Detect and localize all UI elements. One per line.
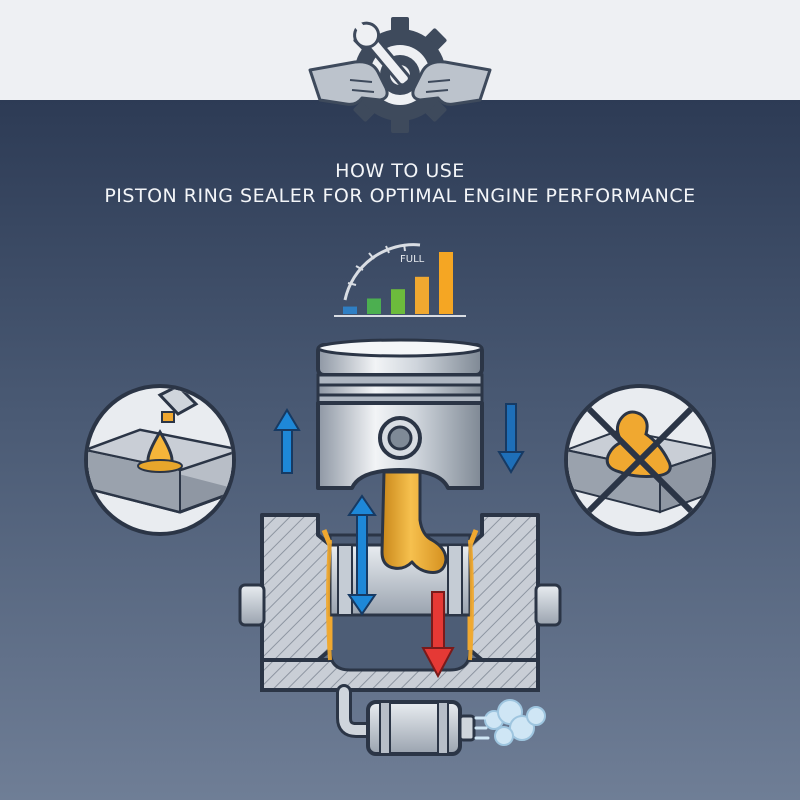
gauge-bars xyxy=(343,252,453,314)
arrow-up-icon xyxy=(273,408,301,474)
title-line-2: PISTON RING SEALER FOR OPTIMAL ENGINE PE… xyxy=(104,185,696,207)
crossed-out-spill-icon xyxy=(564,384,716,536)
double-arrow-icon xyxy=(347,494,377,616)
red-down-arrow-icon xyxy=(421,591,455,679)
gauge-bar-5 xyxy=(439,252,453,314)
sealer-drop-on-surface-icon xyxy=(84,384,236,536)
fill-level-gauge: FULL xyxy=(334,243,466,317)
gauge-bar-3 xyxy=(391,289,405,314)
sealer-fluid-flow xyxy=(326,470,474,661)
gauge-label: FULL xyxy=(400,254,425,265)
gauge-bar-4 xyxy=(415,276,429,314)
gauge-bar-2 xyxy=(367,298,381,314)
exhaust-smoke-icon xyxy=(336,684,546,756)
hands-gear-wrench-icon xyxy=(308,17,492,133)
piston xyxy=(316,338,484,490)
arrow-down-icon xyxy=(497,403,525,474)
title-line-1: HOW TO USE xyxy=(335,160,465,182)
gauge-bar-1 xyxy=(343,306,357,314)
